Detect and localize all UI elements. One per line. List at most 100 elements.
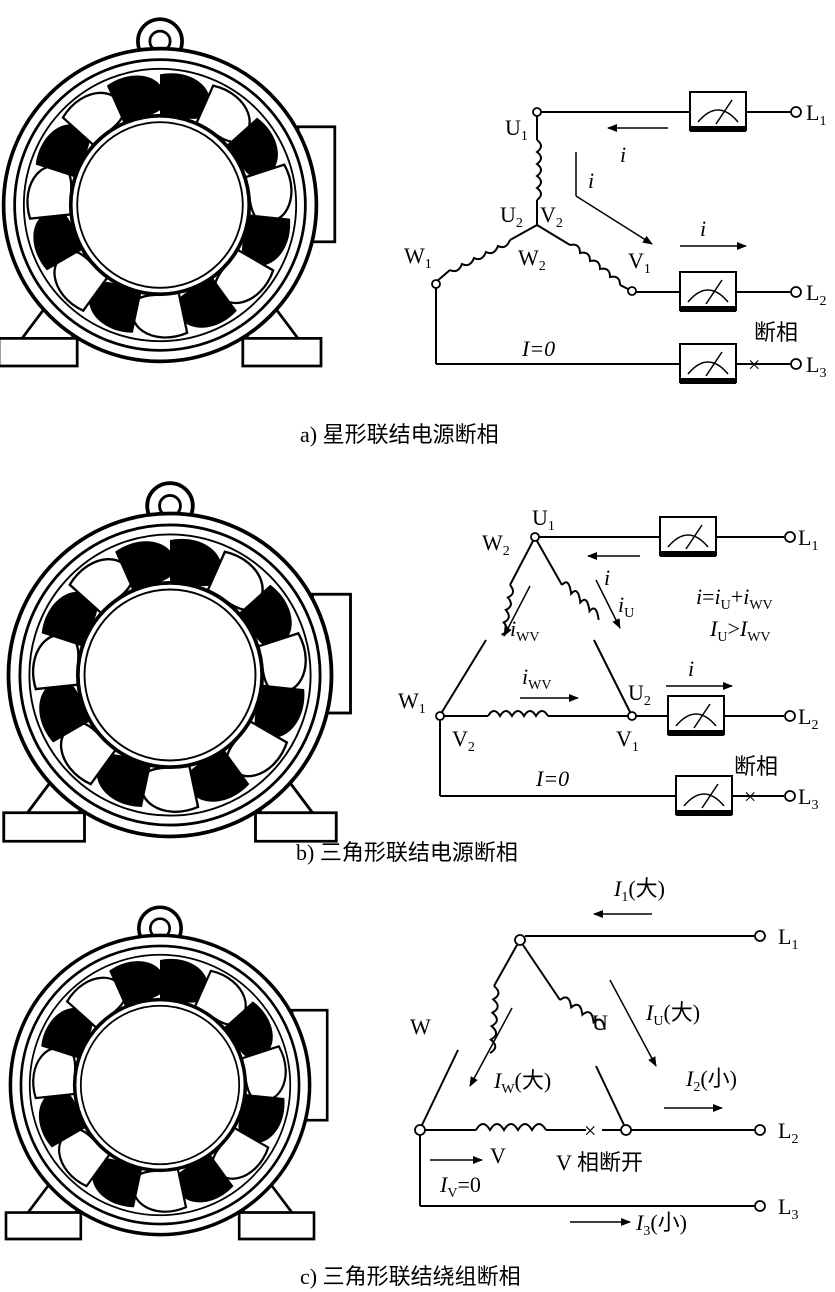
label-v2: V bbox=[540, 202, 556, 227]
label-l3-b-sub: 3 bbox=[811, 798, 818, 813]
label-iv-c: IV=0 bbox=[439, 1172, 481, 1201]
svg-text:U2: U2 bbox=[628, 680, 651, 709]
label-i1-c: I1(大) bbox=[613, 876, 665, 905]
label-l3-a-sub: 3 bbox=[819, 366, 826, 381]
label-iwv-b-sub: WV bbox=[516, 630, 539, 645]
svg-text:V2: V2 bbox=[452, 726, 475, 755]
caption-c: c) 三角形联结绕组断相 bbox=[300, 1264, 521, 1289]
svg-text:L3: L3 bbox=[778, 1194, 798, 1223]
svg-text:L2: L2 bbox=[798, 704, 818, 733]
label-v-broken: V 相断开 bbox=[556, 1150, 643, 1175]
ammeter-b3 bbox=[675, 775, 733, 817]
label-l3-c: L bbox=[778, 1194, 791, 1219]
ammeter-a1 bbox=[689, 91, 747, 133]
label-u1-sub: 1 bbox=[521, 129, 528, 144]
label-l3-a: L bbox=[806, 352, 819, 377]
label-w-c: W bbox=[410, 1014, 431, 1039]
terminal-l1-b bbox=[784, 531, 796, 543]
circuit-a: × bbox=[431, 91, 802, 385]
label-l2-b: L bbox=[798, 704, 811, 729]
label-l1-b-sub: 1 bbox=[811, 539, 818, 554]
svg-text:V2: V2 bbox=[540, 202, 563, 231]
caption-b: b) 三角形联结电源断相 bbox=[296, 840, 518, 865]
svg-text:L1: L1 bbox=[798, 525, 818, 554]
label-l3-c-sub: 3 bbox=[791, 1208, 798, 1223]
svg-text:×: × bbox=[748, 352, 760, 377]
label-u2-b-sub: 2 bbox=[644, 694, 651, 709]
svg-text:L2: L2 bbox=[806, 280, 826, 309]
label-v2-b-sub: 2 bbox=[468, 740, 475, 755]
ammeter-a3 bbox=[679, 343, 737, 385]
label-l2-c-sub: 2 bbox=[791, 1132, 798, 1147]
label-w2-b: W bbox=[482, 530, 503, 555]
label-l2-c: L bbox=[778, 1118, 791, 1143]
svg-text:W2: W2 bbox=[518, 245, 546, 274]
label-l1-c-sub: 1 bbox=[791, 938, 798, 953]
svg-text:U1: U1 bbox=[505, 115, 528, 144]
terminal-l2-a bbox=[790, 286, 802, 298]
label-v2-sub: 2 bbox=[556, 216, 563, 231]
label-iwv2-b-sub: WV bbox=[528, 678, 551, 693]
svg-text:L3: L3 bbox=[806, 352, 826, 381]
svg-text:iWV: iWV bbox=[510, 616, 539, 645]
ammeter-b2 bbox=[667, 695, 725, 737]
svg-text:iWV: iWV bbox=[522, 664, 551, 693]
caption-a: a) 星形联结电源断相 bbox=[300, 422, 499, 447]
label-i-diag-a: i bbox=[588, 168, 594, 193]
motor-c bbox=[4, 905, 329, 1241]
label-v-c: V bbox=[490, 1143, 506, 1168]
label-v2-b: V bbox=[452, 726, 468, 751]
svg-text:L1: L1 bbox=[806, 100, 826, 129]
ammeter-b1 bbox=[659, 516, 717, 558]
circuit-c: × bbox=[414, 910, 766, 1226]
label-i2-c: I2(小) bbox=[685, 1066, 737, 1095]
terminal-l3-c bbox=[754, 1200, 766, 1212]
terminal-l3-a bbox=[790, 358, 802, 370]
label-u2-b: U bbox=[628, 680, 644, 705]
svg-text:L1: L1 bbox=[778, 924, 798, 953]
ammeter-a2 bbox=[679, 271, 737, 313]
label-i-zero-b: I=0 bbox=[535, 766, 569, 791]
label-iu-b-sub: U bbox=[624, 606, 634, 621]
terminal-l1-a bbox=[790, 106, 802, 118]
label-w1: W bbox=[404, 243, 425, 268]
equation-1: i=iU+iWV bbox=[696, 584, 773, 613]
circuit-b: × bbox=[435, 516, 796, 817]
label-i-top-b: i bbox=[604, 565, 610, 590]
label-iu-b: i bbox=[618, 592, 624, 617]
label-l1-a: L bbox=[806, 100, 819, 125]
label-w2-b-sub: 2 bbox=[503, 544, 510, 559]
svg-text:L2: L2 bbox=[778, 1118, 798, 1147]
label-iu-c: IU(大) bbox=[645, 1000, 700, 1029]
svg-text:U2: U2 bbox=[500, 202, 523, 231]
label-l2-a: L bbox=[806, 280, 819, 305]
label-l1-b: L bbox=[798, 525, 811, 550]
label-w1-b-sub: 1 bbox=[419, 702, 426, 717]
svg-text:iU: iU bbox=[618, 592, 634, 621]
label-w1-sub: 1 bbox=[425, 257, 432, 272]
svg-text:W1: W1 bbox=[404, 243, 432, 272]
svg-text:W2: W2 bbox=[482, 530, 510, 559]
terminal-l2-c bbox=[754, 1124, 766, 1136]
svg-text:W1: W1 bbox=[398, 688, 426, 717]
label-l3-b: L bbox=[798, 784, 811, 809]
label-i-top-a: i bbox=[620, 142, 626, 167]
label-w2-sub: 2 bbox=[539, 259, 546, 274]
label-v1-b-sub: 1 bbox=[632, 740, 639, 755]
equation-2: IU>IWV bbox=[709, 616, 771, 645]
label-iwv2-b: i bbox=[522, 664, 528, 689]
label-l1-c: L bbox=[778, 924, 791, 949]
label-l1-a-sub: 1 bbox=[819, 114, 826, 129]
svg-text:×: × bbox=[584, 1118, 596, 1143]
label-u1-b: U bbox=[532, 505, 548, 530]
label-u1-b-sub: 1 bbox=[548, 519, 555, 534]
label-iwv-b: i bbox=[510, 616, 516, 641]
svg-text:L3: L3 bbox=[798, 784, 818, 813]
terminal-l1-c bbox=[754, 930, 766, 942]
label-l2-b-sub: 2 bbox=[811, 718, 818, 733]
label-w1-b: W bbox=[398, 688, 419, 713]
label-i3-c: I3(小) bbox=[635, 1210, 687, 1239]
terminal-l3-b bbox=[784, 790, 796, 802]
label-v1: V bbox=[628, 248, 644, 273]
